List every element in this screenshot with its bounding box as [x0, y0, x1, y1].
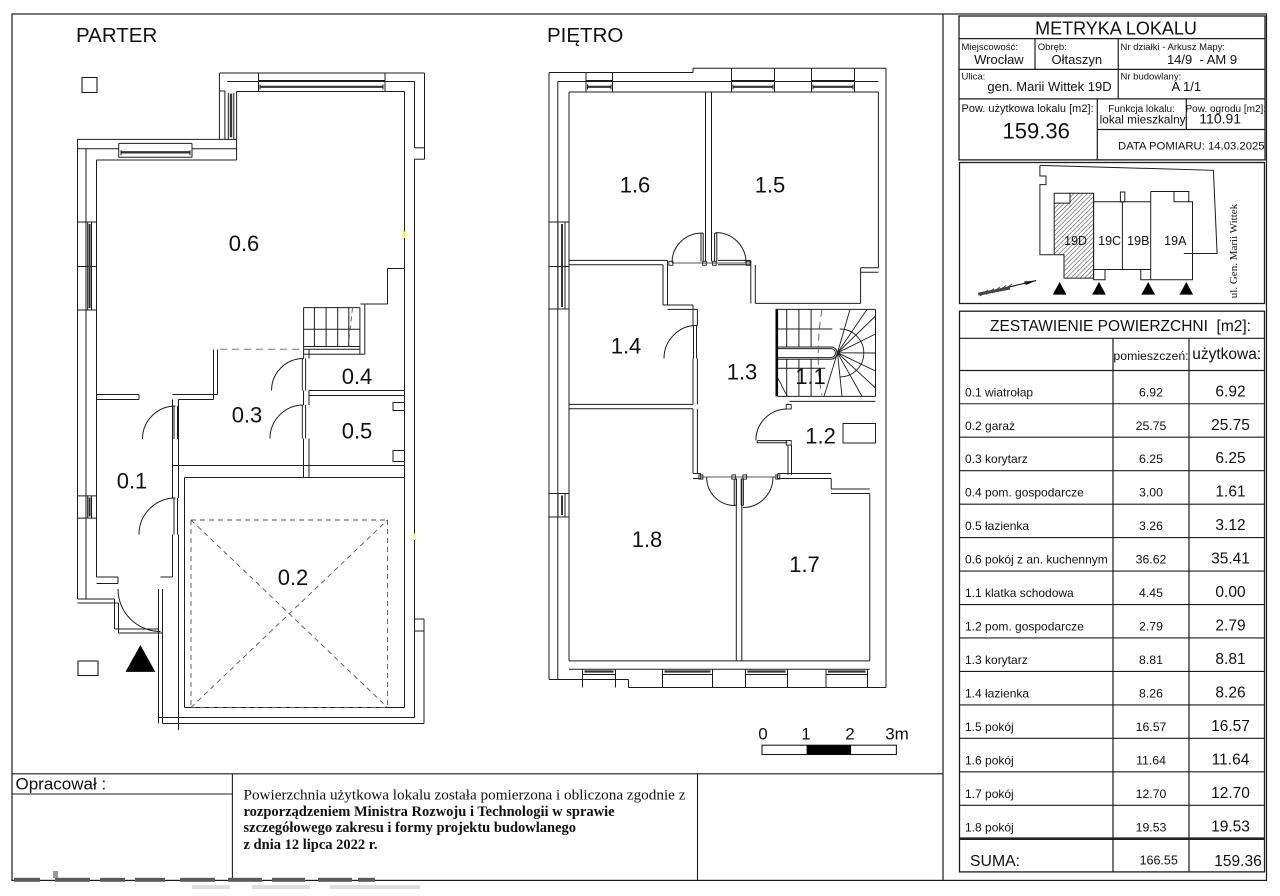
svg-text:1.61: 1.61 — [1215, 484, 1245, 501]
svg-text:Pow. użytkowa lokalu [m2]:: Pow. użytkowa lokalu [m2]: — [962, 103, 1094, 115]
svg-text:0.6: 0.6 — [229, 231, 260, 256]
svg-text:0: 0 — [758, 725, 767, 744]
svg-text:szczegółowego zakresu i formy: szczegółowego zakresu i formy projektu b… — [244, 820, 577, 836]
svg-text:SUMA:: SUMA: — [970, 853, 1020, 870]
svg-text:1.1 klatka schodowa: 1.1 klatka schodowa — [965, 586, 1074, 600]
svg-text:110.91: 110.91 — [1199, 111, 1241, 127]
svg-text:Nr działki - Arkusz Mapy:: Nr działki - Arkusz Mapy: — [1121, 42, 1226, 53]
svg-text:12.70: 12.70 — [1136, 787, 1167, 801]
svg-text:ZESTAWIENIE POWIERZCHNI [m2]:: ZESTAWIENIE POWIERZCHNI [m2]: — [990, 318, 1251, 335]
svg-text:6.25: 6.25 — [1215, 450, 1245, 467]
svg-text:0.4: 0.4 — [342, 364, 373, 389]
svg-text:PIĘTRO: PIĘTRO — [547, 24, 623, 47]
svg-text:0.4 pom. gospodarcze: 0.4 pom. gospodarcze — [965, 486, 1084, 500]
svg-text:1.5: 1.5 — [755, 173, 786, 198]
svg-text:0.1: 0.1 — [117, 469, 148, 494]
svg-text:0.2: 0.2 — [278, 565, 309, 590]
svg-text:12.70: 12.70 — [1211, 785, 1250, 802]
svg-text:159.36: 159.36 — [1214, 853, 1261, 870]
svg-text:DATA POMIARU: 14.03.2025: DATA POMIARU: 14.03.2025 — [1118, 140, 1265, 152]
svg-text:Funkcja lokalu:: Funkcja lokalu: — [1108, 104, 1175, 115]
svg-text:2.79: 2.79 — [1215, 618, 1245, 635]
svg-text:19.53: 19.53 — [1136, 820, 1167, 834]
svg-text:Pow. ogrodu [m2]:: Pow. ogrodu [m2]: — [1185, 104, 1266, 115]
svg-text:METRYKA LOKALU: METRYKA LOKALU — [1035, 19, 1197, 39]
svg-text:3.26: 3.26 — [1139, 519, 1163, 533]
svg-text:1.2 pom. gospodarcze: 1.2 pom. gospodarcze — [965, 620, 1084, 634]
svg-text:19C: 19C — [1098, 234, 1121, 248]
svg-text:6.92: 6.92 — [1139, 385, 1163, 399]
svg-text:1.6 pokój: 1.6 pokój — [965, 753, 1014, 767]
svg-text:0.5 łazienka: 0.5 łazienka — [965, 519, 1029, 533]
svg-text:pomieszczeń:: pomieszczeń: — [1113, 349, 1188, 363]
svg-text:1.4 łazienka: 1.4 łazienka — [965, 686, 1029, 700]
svg-text:3m: 3m — [885, 725, 909, 744]
svg-text:0.2 garaż: 0.2 garaż — [965, 419, 1015, 433]
svg-text:19A: 19A — [1164, 234, 1187, 248]
svg-text:16.57: 16.57 — [1136, 720, 1167, 734]
svg-text:1.4: 1.4 — [611, 334, 642, 359]
svg-text:4.45: 4.45 — [1139, 586, 1163, 600]
svg-text:0.3: 0.3 — [232, 403, 263, 428]
svg-text:2.79: 2.79 — [1139, 620, 1163, 634]
svg-text:8.81: 8.81 — [1139, 653, 1163, 667]
svg-text:gen. Marii Wittek 19D: gen. Marii Wittek 19D — [987, 79, 1111, 94]
svg-text:ul. Gen. Marii Wittek: ul. Gen. Marii Wittek — [1228, 203, 1240, 298]
svg-text:A 1/1: A 1/1 — [1171, 79, 1201, 94]
svg-text:35.41: 35.41 — [1211, 551, 1250, 568]
svg-text:16.57: 16.57 — [1211, 718, 1250, 735]
svg-text:1.8: 1.8 — [632, 527, 663, 552]
svg-text:rozporządzeniem Ministra Rozwo: rozporządzeniem Ministra Rozwoju i Techn… — [244, 804, 616, 820]
svg-text:1.1: 1.1 — [795, 364, 826, 389]
svg-text:25.75: 25.75 — [1136, 419, 1167, 433]
svg-text:Wrocław: Wrocław — [974, 52, 1024, 67]
svg-text:3.00: 3.00 — [1139, 486, 1163, 500]
svg-text:8.26: 8.26 — [1215, 684, 1245, 701]
svg-text:0.1 wiatrołap: 0.1 wiatrołap — [965, 385, 1033, 399]
svg-text:Obręb:: Obręb: — [1038, 42, 1067, 53]
svg-text:PARTER: PARTER — [76, 24, 157, 47]
svg-text:z dnia 12 lipca 2022 r.: z dnia 12 lipca 2022 r. — [244, 837, 378, 853]
svg-text:19D: 19D — [1064, 234, 1087, 248]
svg-text:8.26: 8.26 — [1139, 686, 1163, 700]
svg-text:0.5: 0.5 — [342, 419, 373, 444]
svg-text:1.8 pokój: 1.8 pokój — [965, 820, 1014, 834]
svg-text:2: 2 — [845, 725, 854, 744]
svg-text:1.7: 1.7 — [789, 552, 820, 577]
svg-text:Ulica:: Ulica: — [962, 72, 986, 83]
svg-text:19B: 19B — [1127, 234, 1149, 248]
svg-text:1.5 pokój: 1.5 pokój — [965, 720, 1014, 734]
svg-text:Opracował :: Opracował : — [16, 775, 107, 794]
svg-text:166.55: 166.55 — [1140, 854, 1178, 868]
svg-text:36.62: 36.62 — [1136, 553, 1167, 567]
svg-text:1.6: 1.6 — [620, 173, 651, 198]
svg-text:6.25: 6.25 — [1139, 452, 1163, 466]
svg-text:Nr budowlany:: Nr budowlany: — [1121, 72, 1182, 83]
svg-text:1: 1 — [801, 725, 810, 744]
svg-text:0.00: 0.00 — [1215, 584, 1246, 601]
svg-text:Powierzchnia użytkowa lokalu z: Powierzchnia użytkowa lokalu została pom… — [244, 786, 686, 803]
svg-text:Miejscowość:: Miejscowość: — [962, 42, 1019, 53]
svg-text:użytkowa:: użytkowa: — [1192, 346, 1261, 363]
svg-text:0.6 pokój z an. kuchennym: 0.6 pokój z an. kuchennym — [965, 553, 1108, 567]
svg-text:159.36: 159.36 — [1003, 118, 1070, 143]
svg-text:3.12: 3.12 — [1215, 517, 1245, 534]
svg-text:0.3 korytarz: 0.3 korytarz — [965, 452, 1028, 466]
svg-text:1.3: 1.3 — [727, 360, 758, 385]
svg-text:19.53: 19.53 — [1211, 818, 1250, 835]
svg-text:25.75: 25.75 — [1211, 417, 1250, 434]
svg-text:Ołtaszyn: Ołtaszyn — [1052, 52, 1103, 67]
svg-text:1.2: 1.2 — [805, 424, 836, 449]
svg-text:14/9 - AM 9: 14/9 - AM 9 — [1167, 52, 1237, 67]
svg-text:1.7 pokój: 1.7 pokój — [965, 787, 1014, 801]
svg-text:8.81: 8.81 — [1215, 651, 1245, 668]
svg-text:lokal mieszkalny: lokal mieszkalny — [1100, 113, 1186, 127]
svg-text:6.92: 6.92 — [1215, 383, 1245, 400]
svg-text:11.64: 11.64 — [1136, 753, 1166, 767]
svg-text:11.64: 11.64 — [1212, 751, 1250, 768]
svg-text:1.3 korytarz: 1.3 korytarz — [965, 653, 1028, 667]
